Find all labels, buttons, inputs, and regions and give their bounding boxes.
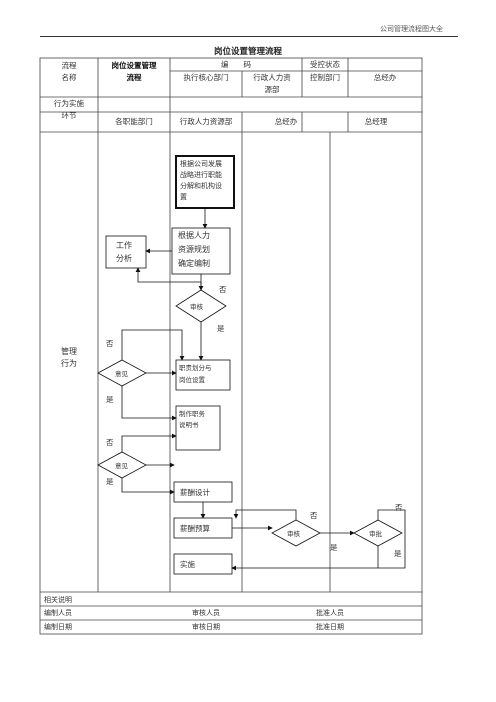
edge-yes-1: 是 [217, 324, 225, 333]
opinion2-text: 意见 [115, 461, 129, 470]
footer-notes: 相关说明 [44, 596, 72, 604]
footer-compiler: 编制人员 [44, 609, 72, 617]
exec-dept: 执行核心部门 [183, 73, 229, 82]
edge-yes-4: 是 [330, 543, 338, 552]
start-text-1: 根据公司发展 [180, 159, 222, 168]
salary-budget-text: 薪酬预算 [180, 523, 210, 533]
review1-text: 审核 [190, 302, 204, 311]
analysis-text-1: 工作 [116, 240, 132, 250]
footer-reviewer: 审核人员 [192, 609, 220, 617]
edge-yes-3: 是 [106, 477, 114, 486]
flow-name-label-1: 流程 [61, 61, 77, 70]
implement-text: 实施 [180, 559, 195, 569]
desc-box [175, 405, 221, 451]
edge-yes-2: 是 [106, 395, 114, 404]
footer-compile-date: 编制日期 [44, 623, 72, 631]
budget-text-2: 资源规划 [178, 244, 210, 254]
compile-label: 编 码 [221, 60, 251, 69]
footer-approve-date: 批准日期 [316, 623, 344, 631]
table-grid [39, 57, 423, 635]
flow-name-value: 岗位设置管理 流程 [98, 60, 170, 84]
page-header: 公司管理流程图大全 [380, 25, 443, 33]
control-value: 总经办 [373, 73, 397, 82]
side-label: 管理 行为 [40, 346, 98, 370]
edge-yes-5: 是 [394, 549, 402, 558]
salary-text: 薪酬设计 [180, 487, 210, 497]
budget-text-1: 根据人力 [178, 230, 210, 240]
admin-hr-1: 行政人力资 [253, 73, 291, 82]
stage-label-1: 行为实施 [54, 99, 84, 108]
admin-hr: 行政人力资 源部 [242, 72, 302, 96]
opinion1-text: 意见 [115, 369, 129, 378]
review2-text: 审核 [287, 529, 301, 538]
side-label-2: 行为 [61, 359, 77, 368]
assign-text-2: 岗位设置 [179, 375, 206, 384]
assign-box [175, 359, 231, 391]
flow-name-label-2: 名称 [61, 73, 77, 82]
stage-label: 行为实施 环节 [40, 98, 98, 122]
start-text-4: 置 [180, 193, 187, 201]
lane-hr: 行政人力资源部 [179, 117, 233, 126]
start-box [175, 155, 235, 209]
page-title: 岗位设置管理流程 [213, 47, 282, 57]
flow-name-value-1: 岗位设置管理 [111, 61, 157, 70]
footer-approver: 批准人员 [316, 609, 344, 617]
desc-text-2: 说明书 [179, 420, 199, 429]
edge-no-4: 否 [310, 511, 318, 520]
analysis-text-2: 分析 [116, 253, 132, 263]
stage-label-2: 环节 [61, 111, 77, 120]
admin-hr-2: 源部 [264, 85, 280, 94]
desc-text-1: 制作职务 [179, 409, 206, 418]
start-text-2: 战略进行职能 [180, 170, 222, 179]
edge-no-3: 否 [106, 438, 114, 447]
assign-text-1: 职责划分与 [179, 363, 212, 372]
implement-box [173, 553, 233, 575]
header-rule [40, 36, 458, 37]
side-label-1: 管理 [61, 347, 77, 356]
footer-review-date: 审核日期 [192, 623, 220, 631]
flow-name-value-2: 流程 [126, 73, 142, 82]
flow-name-label: 流程 名称 [40, 60, 98, 84]
lane-gm: 总经理 [364, 117, 388, 126]
lane-functional: 各职能部门 [115, 117, 153, 126]
budget-box [171, 227, 231, 275]
control-dept: 控制部门 [310, 73, 340, 82]
edge-no-5: 否 [395, 503, 403, 512]
lane-gm-office: 总经办 [274, 117, 298, 126]
start-text-3: 分解和机构设 [180, 181, 222, 190]
status-label: 受控状态 [310, 60, 340, 69]
budget-text-3: 确定编制 [178, 258, 210, 268]
edge-no-2: 否 [106, 339, 114, 348]
approve-text: 审批 [369, 529, 383, 538]
edge-no-1: 否 [219, 285, 227, 294]
review2-diamond [271, 519, 321, 547]
